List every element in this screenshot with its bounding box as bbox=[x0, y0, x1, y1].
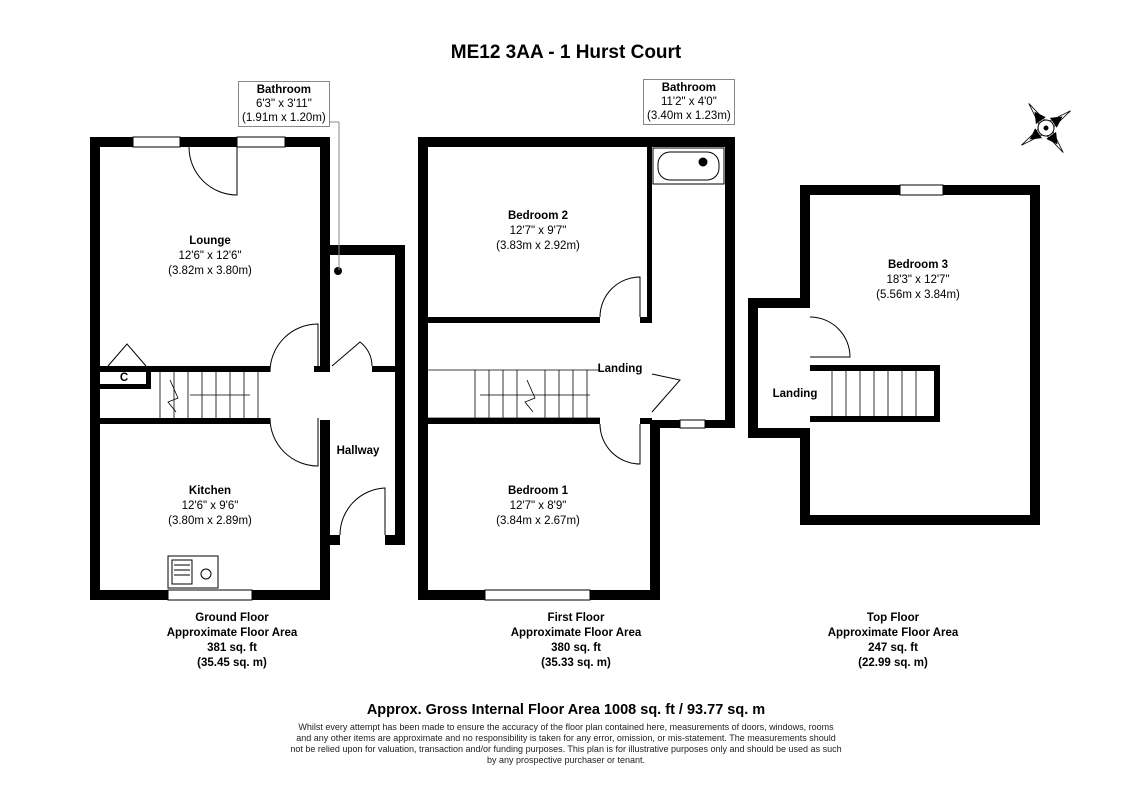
compass-rose-icon: N E S W bbox=[1021, 103, 1071, 153]
page-title: ME12 3AA - 1 Hurst Court bbox=[450, 42, 682, 63]
first-bathroom-callout: Bathroom 11'2" x 4'0" (3.40m x 1.23m) bbox=[643, 79, 735, 125]
room-metric: (1.91m x 1.20m) bbox=[242, 112, 326, 124]
top-floor-walls bbox=[748, 185, 1040, 525]
room-metric: (3.40m x 1.23m) bbox=[647, 110, 731, 122]
bathtub-icon bbox=[652, 147, 725, 185]
room-name: Bathroom bbox=[661, 82, 717, 94]
ground-floor-stairs bbox=[159, 372, 259, 418]
first-floor-doors bbox=[599, 276, 681, 465]
kitchen-sink-icon bbox=[167, 555, 219, 589]
compass-s: S bbox=[1051, 137, 1058, 144]
first-floor-stairs bbox=[428, 369, 600, 419]
boiler-icon bbox=[334, 267, 342, 275]
room-top-landing: Landing bbox=[772, 388, 818, 400]
ground-floor-windows bbox=[132, 136, 286, 601]
disclaimer: Whilst every attempt has been made to en… bbox=[290, 722, 842, 765]
top-floor-door bbox=[809, 316, 851, 358]
first-floor-windows bbox=[484, 419, 706, 601]
compass-w: W bbox=[1031, 133, 1039, 141]
room-name: Bathroom bbox=[256, 84, 312, 96]
ground-floor-walls bbox=[90, 137, 405, 600]
top-floor-window bbox=[899, 184, 944, 196]
room-cupboard: C bbox=[119, 372, 129, 384]
gross-area: Approx. Gross Internal Floor Area 1008 s… bbox=[366, 702, 766, 718]
ground-floor-doors bbox=[107, 146, 386, 536]
room-hallway: Hallway bbox=[336, 445, 380, 457]
top-floor-stairs bbox=[831, 371, 917, 416]
room-imperial: 6'3" x 3'11" bbox=[255, 98, 312, 110]
room-first-landing: Landing bbox=[597, 363, 643, 375]
compass-e: E bbox=[1055, 117, 1062, 124]
compass-n: N bbox=[1036, 114, 1043, 121]
ground-bathroom-callout: Bathroom 6'3" x 3'11" (1.91m x 1.20m) bbox=[238, 81, 330, 127]
first-floor-walls bbox=[418, 137, 735, 600]
room-imperial: 11'2" x 4'0" bbox=[660, 96, 717, 108]
